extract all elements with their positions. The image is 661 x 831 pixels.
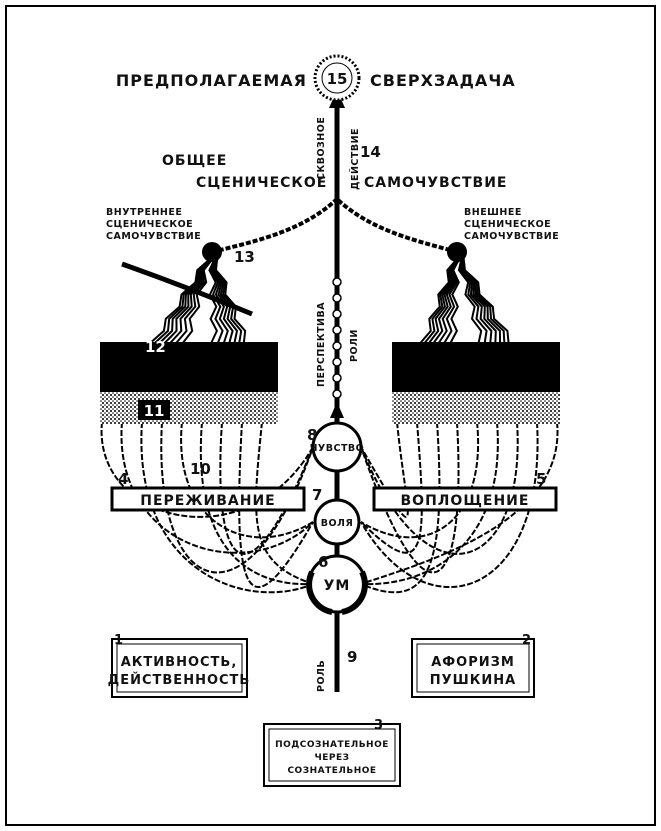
- mid-arrow: [330, 402, 344, 418]
- diagram-frame: 15 ПРЕДПОЛАГАЕМАЯ СВЕРХЗАДАЧА ОБЩЕЕ СЦЕН…: [5, 5, 656, 826]
- box-2-line-1: АФОРИЗМ: [431, 655, 515, 670]
- inner-stippled-band: [100, 392, 278, 424]
- number-13: 13: [234, 248, 255, 266]
- box-2-number: 2: [522, 633, 531, 648]
- box-2-line-2: ПУШКИНА: [430, 673, 516, 688]
- number-11: 11: [144, 402, 165, 420]
- inner-state-line-3: САМОЧУВСТВИЕ: [106, 231, 201, 242]
- label-sverkhzadacha: СВЕРХЗАДАЧА: [370, 71, 516, 90]
- number-8: 8: [307, 426, 317, 444]
- outer-state-line-1: ВНЕШНЕЕ: [464, 207, 522, 218]
- box-3-line-1: ПОДСОЗНАТЕЛЬНОЕ: [275, 740, 389, 750]
- label-stsenicheskoe: СЦЕНИЧЕСКОЕ: [196, 175, 327, 191]
- label-skvoznoe: СКВОЗНОЕ: [316, 117, 327, 180]
- number-12: 12: [145, 338, 166, 356]
- label-will: ВОЛЯ: [321, 518, 354, 529]
- label-perezhivanie: ПЕРЕЖИВАНИЕ: [140, 493, 275, 509]
- outer-state-line-3: САМОЧУВСТВИЕ: [464, 231, 559, 242]
- rope-strand: [361, 422, 478, 537]
- inner-dark-band: [100, 342, 278, 394]
- number-9: 9: [347, 648, 357, 666]
- outer-rope: [337, 199, 457, 252]
- label-feeling: ЧУВСТВО: [310, 443, 365, 454]
- label-mind: УМ: [324, 578, 351, 594]
- box-1-line-2: ДЕЙСТВЕННОСТЬ: [108, 672, 251, 688]
- inner-state-line-1: ВНУТРЕННЕЕ: [106, 207, 182, 218]
- label-roli: РОЛИ: [349, 329, 360, 362]
- box-3-line-3: СОЗНАТЕЛЬНОЕ: [287, 766, 376, 776]
- label-samochuvstvie: САМОЧУВСТВИЕ: [364, 175, 508, 191]
- inner-state-line-2: СЦЕНИЧЕСКОЕ: [106, 219, 193, 230]
- label-voploshchenie: ВОПЛОЩЕНИЕ: [401, 493, 530, 509]
- number-14: 14: [360, 143, 381, 161]
- outer-state-line-2: СЦЕНИЧЕСКОЕ: [464, 219, 551, 230]
- box-3-number: 3: [374, 718, 383, 733]
- inner-fan-arc: [122, 264, 252, 314]
- outer-stippled-band: [392, 392, 560, 424]
- outer-dark-band: [392, 342, 560, 394]
- label-rol: РОЛЬ: [316, 660, 327, 692]
- stanislavski-system-diagram: 15 ПРЕДПОЛАГАЕМАЯ СВЕРХЗАДАЧА ОБЩЕЕ СЦЕН…: [7, 7, 656, 826]
- number-6: 6: [318, 553, 328, 571]
- label-deystvie: ДЕЙСТВИЕ: [349, 128, 361, 190]
- label-predpolagaemaya: ПРЕДПОЛАГАЕМАЯ: [116, 71, 307, 90]
- label-perspektiva: ПЕРСПЕКТИВА: [316, 302, 327, 387]
- number-15: 15: [327, 70, 348, 88]
- label-obshchee: ОБЩЕЕ: [162, 153, 227, 169]
- inner-rope: [212, 199, 337, 252]
- box-1-number: 1: [114, 633, 123, 648]
- number-5: 5: [536, 470, 546, 488]
- box-1-line-1: АКТИВНОСТЬ,: [121, 655, 238, 670]
- number-4: 4: [118, 470, 128, 488]
- number-7: 7: [312, 486, 322, 504]
- number-10: 10: [190, 460, 211, 478]
- box-3-line-2: ЧЕРЕЗ: [314, 753, 349, 763]
